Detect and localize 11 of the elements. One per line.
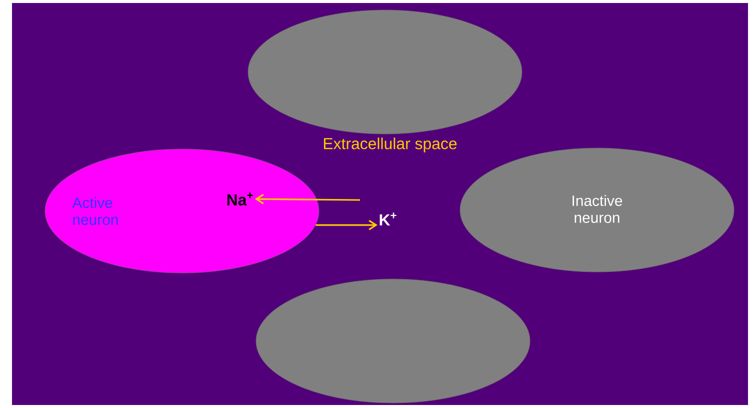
cell-ellipse (248, 10, 522, 134)
region-label: Extracellular space (324, 138, 457, 152)
neuron-ellipse (44, 148, 320, 274)
ion-label: K$^{+}$ (380, 212, 396, 226)
cell-ellipse (256, 278, 530, 404)
ion-label: Na$^{+}$ (227, 192, 253, 206)
neuron-label: Inactive neuron (572, 195, 622, 223)
neuron-ellipse (460, 148, 734, 272)
neuron-label: Active neuron (72, 197, 118, 225)
arrow (316, 220, 378, 230)
arrow (254, 194, 360, 204)
